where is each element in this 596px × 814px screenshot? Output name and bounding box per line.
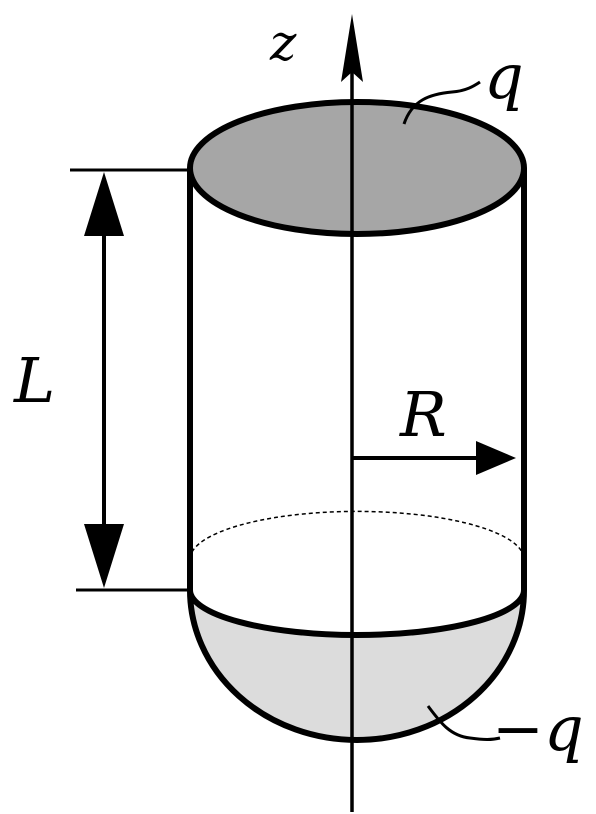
z-axis-label: z bbox=[269, 14, 297, 72]
top-charge-leader bbox=[402, 80, 481, 125]
radius-arrowhead bbox=[476, 441, 516, 475]
bottom-charge-label: −q bbox=[492, 692, 584, 765]
radius-label: R bbox=[399, 378, 447, 451]
base-circle-hidden-edge bbox=[191, 510, 523, 553]
bottom-charge-leader bbox=[426, 705, 501, 741]
top-cap bbox=[187, 99, 527, 237]
top-charge-label: q bbox=[484, 40, 524, 113]
hemisphere-surface bbox=[187, 589, 527, 743]
length-arrowhead-down bbox=[84, 524, 124, 588]
length-label: L bbox=[13, 344, 55, 417]
length-arrowhead-up bbox=[84, 172, 124, 236]
z-axis-arrowhead bbox=[341, 14, 363, 82]
